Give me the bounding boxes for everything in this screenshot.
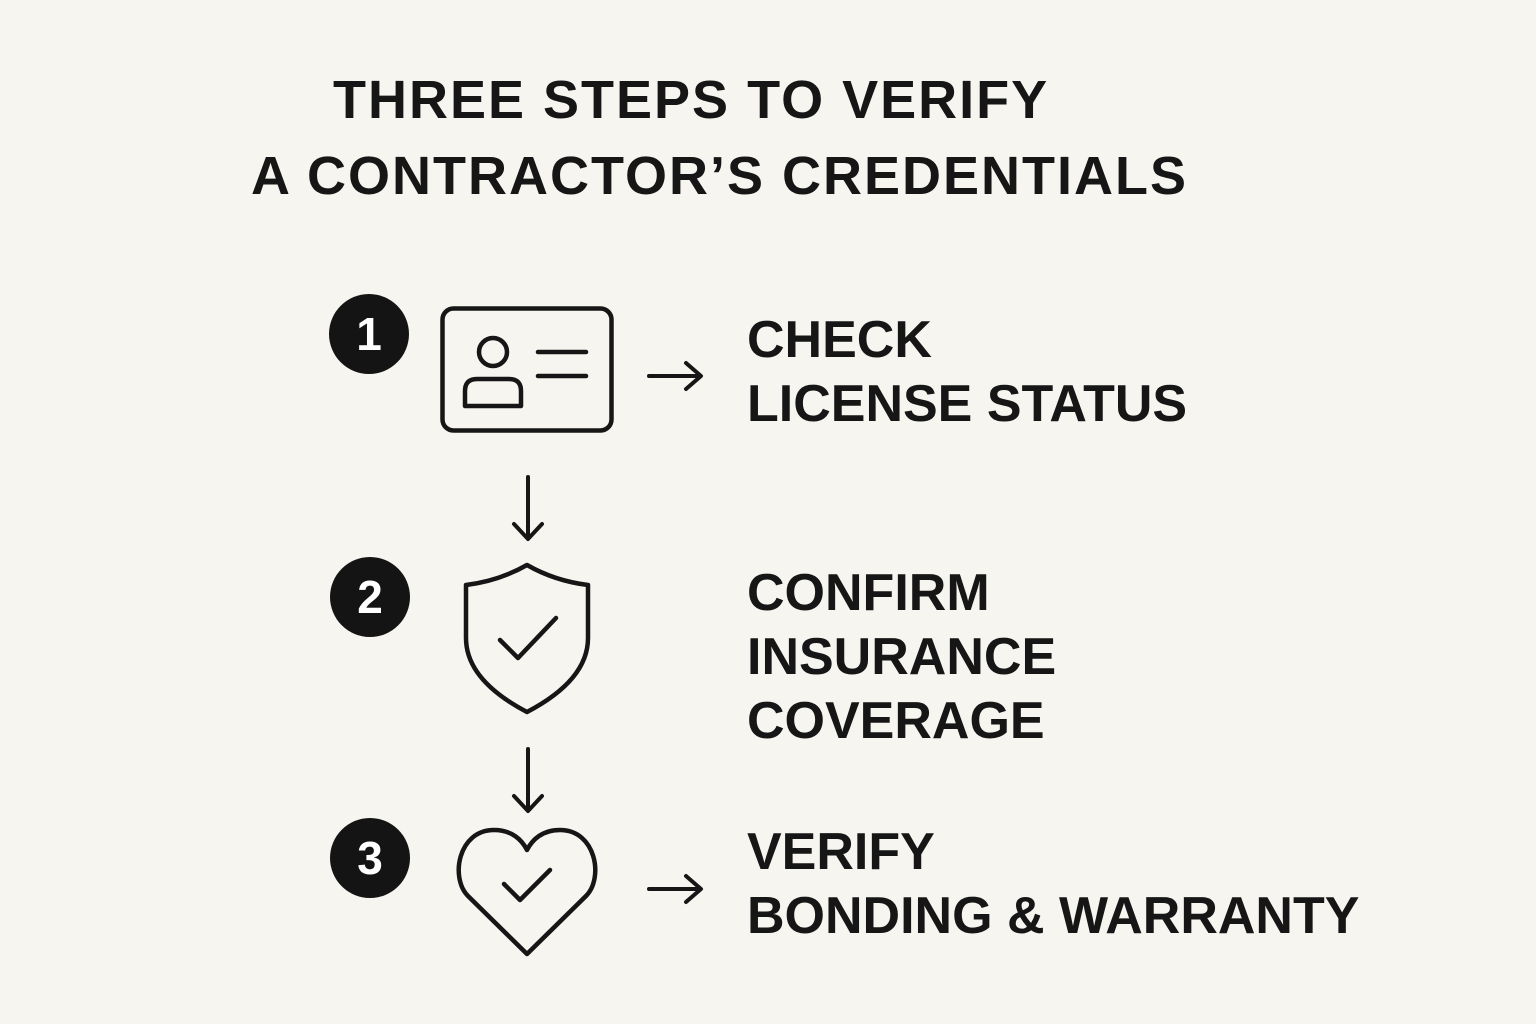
arrow-right-icon: [647, 361, 703, 391]
arrow-down-icon: [512, 475, 544, 541]
title-line-2: A CONTRACTOR’S CREDENTIALS: [251, 146, 1189, 206]
title-line-1: THREE STEPS TO VERIFY: [333, 70, 1050, 130]
step-3-line-1: VERIFY: [747, 823, 935, 881]
step-1-line-2: LICENSE STATUS: [747, 375, 1188, 433]
step-2-label: CONFIRM INSURANCE COVERAGE: [747, 561, 1056, 753]
step-3-line-2: BONDING & WARRANTY: [747, 887, 1360, 945]
id-card-icon: [440, 306, 614, 433]
step-2-line-1: CONFIRM: [747, 564, 990, 622]
step-1-number-badge: 1: [329, 294, 409, 374]
step-3-number-badge: 3: [330, 818, 410, 898]
step-2-line-3: COVERAGE: [747, 692, 1045, 750]
step-3-label: VERIFY BONDING & WARRANTY: [747, 820, 1359, 948]
step-1-line-1: CHECK: [747, 311, 932, 369]
shield-check-icon: [463, 562, 591, 715]
step-2-line-2: INSURANCE: [747, 628, 1057, 686]
step-1-label: CHECK LICENSE STATUS: [747, 308, 1187, 436]
arrow-right-icon: [647, 874, 703, 904]
heart-check-icon: [456, 827, 598, 957]
arrow-down-icon: [512, 747, 544, 813]
step-2-number-badge: 2: [330, 557, 410, 637]
